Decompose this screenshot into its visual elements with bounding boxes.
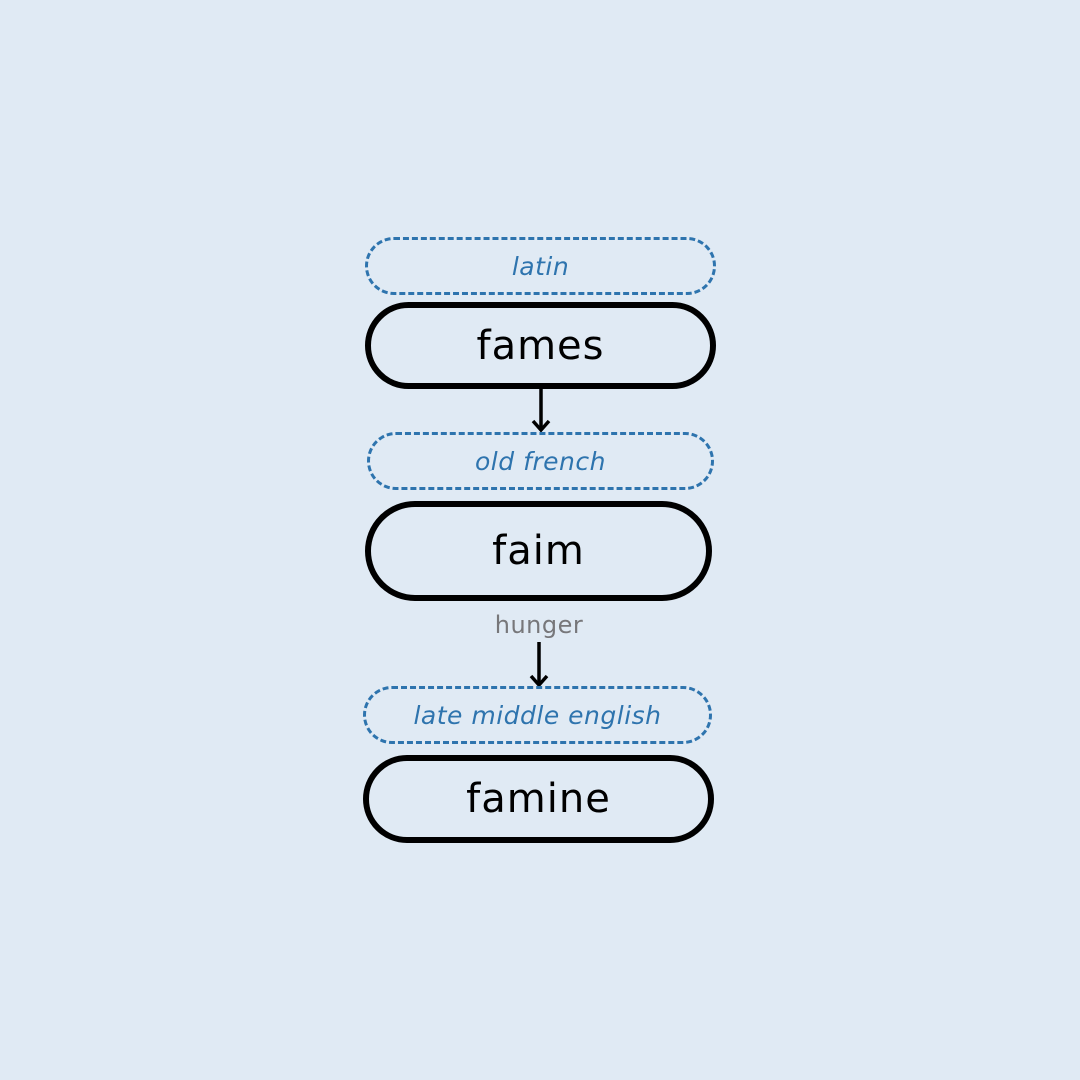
word-box-famine: famine [363,755,714,843]
derivation-arrow [531,389,551,433]
language-label-text: old french [475,446,606,476]
language-label-late-middle-english: late middle english [363,686,712,744]
language-label-text: latin [511,251,570,281]
word-box-fames: fames [365,302,716,389]
meaning-text: hunger [494,611,584,639]
language-label-latin: latin [365,237,716,295]
word-text: faim [492,528,585,574]
language-label-text: late middle english [413,700,662,730]
derivation-arrow [529,642,549,688]
word-text: fames [476,322,605,369]
language-label-old-french: old french [367,432,714,490]
word-text: famine [466,776,611,822]
word-box-faim: faim [365,501,712,601]
meaning-label: hunger [439,611,639,639]
